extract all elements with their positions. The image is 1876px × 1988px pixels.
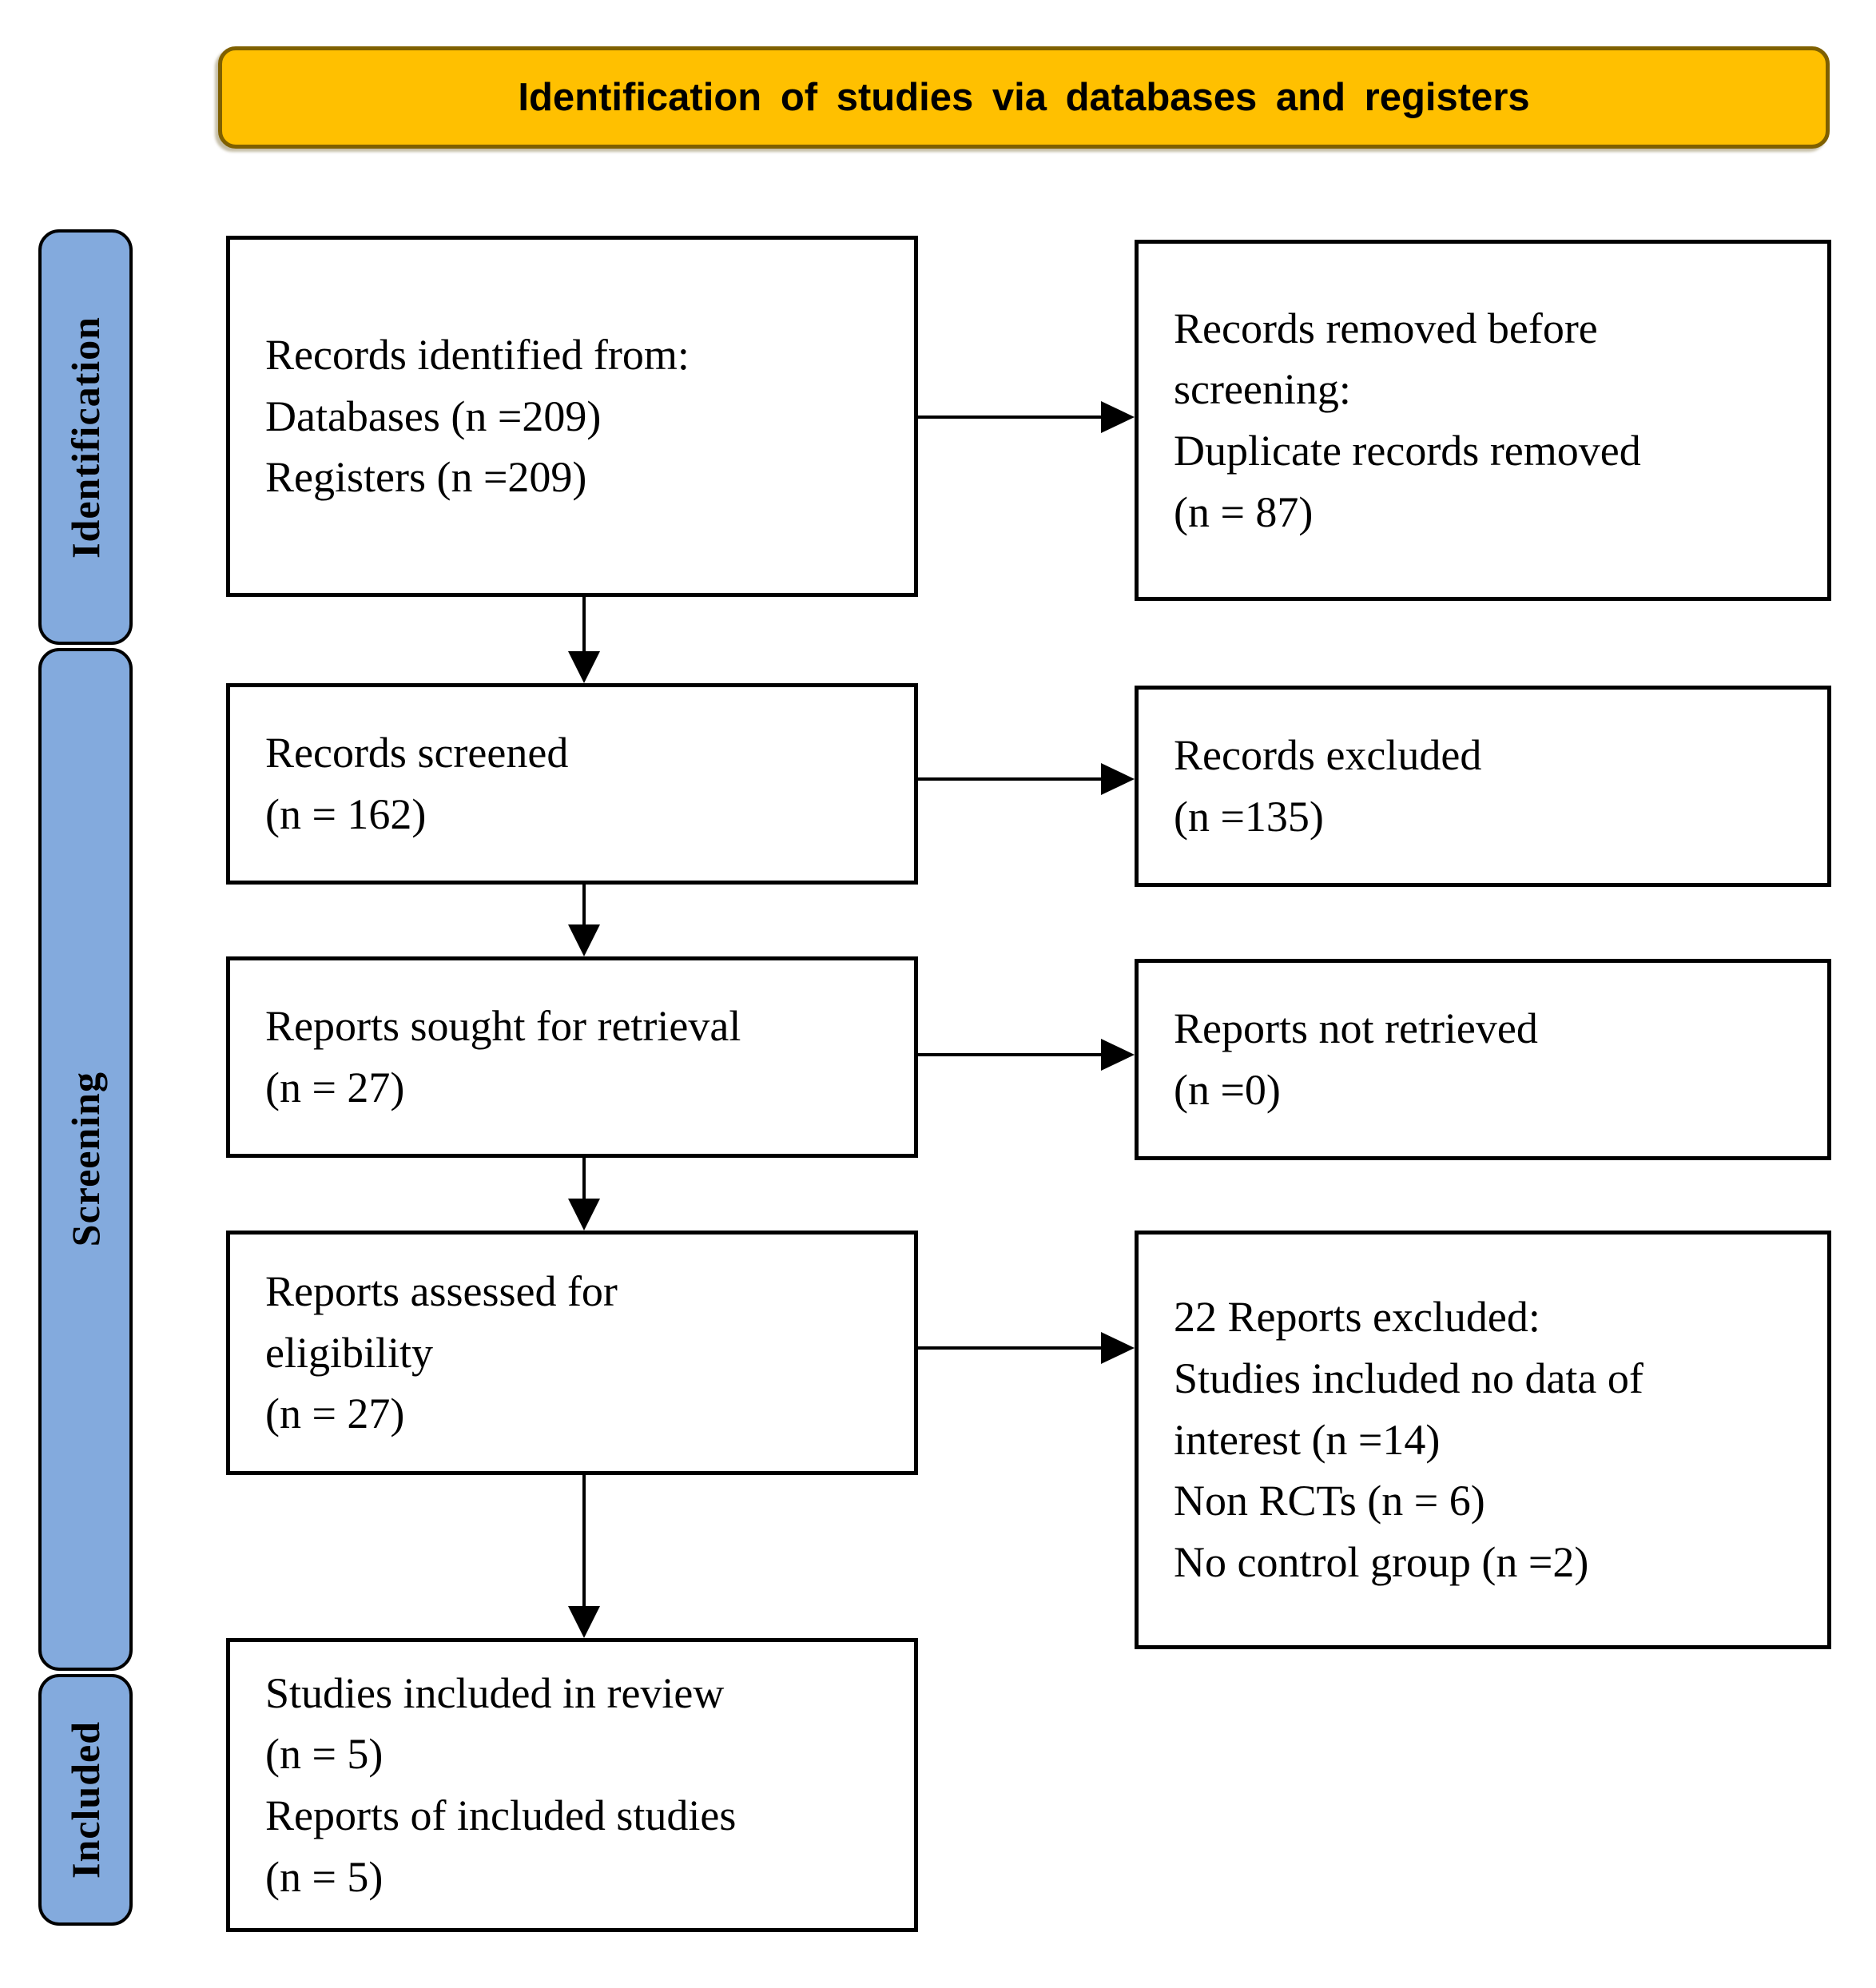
box-reports-assessed-for-eligibility: Reports assessed for eligibility (n = 27…	[226, 1231, 918, 1475]
header-banner: Identification of studies via databases …	[218, 46, 1830, 149]
arrow-shaft	[582, 1475, 586, 1608]
arrow-right-icon	[1101, 1332, 1135, 1364]
arrow-shaft	[582, 885, 586, 926]
arrow-shaft	[582, 1158, 586, 1200]
arrow-down-icon	[568, 924, 600, 956]
stage-label-included: Included	[63, 1721, 108, 1879]
stage-label-identification: Identification	[63, 316, 108, 559]
box-records-excluded: Records excluded (n =135)	[1135, 686, 1831, 887]
arrow-shaft	[918, 777, 1103, 781]
arrow-down-icon	[568, 651, 600, 683]
box-records-removed-before-screening: Records removed before screening: Duplic…	[1135, 240, 1831, 601]
arrow-shaft	[582, 597, 586, 653]
arrow-down-icon	[568, 1199, 600, 1231]
box-studies-included-in-review: Studies included in review (n = 5) Repor…	[226, 1638, 918, 1932]
box-records-screened: Records screened (n = 162)	[226, 683, 918, 885]
box-reports-not-retrieved: Reports not retrieved (n =0)	[1135, 959, 1831, 1160]
stage-bar-included: Included	[38, 1674, 133, 1926]
arrow-shaft	[918, 1346, 1103, 1350]
box-reports-sought-for-retrieval: Reports sought for retrieval (n = 27)	[226, 956, 918, 1158]
stage-bar-screening: Screening	[38, 648, 133, 1671]
stage-bar-identification: Identification	[38, 229, 133, 645]
arrow-right-icon	[1101, 401, 1135, 433]
arrow-down-icon	[568, 1606, 600, 1638]
stage-label-screening: Screening	[63, 1072, 108, 1247]
diagram-title: Identification of studies via databases …	[518, 76, 1530, 119]
arrow-right-icon	[1101, 1039, 1135, 1071]
arrow-shaft	[918, 1053, 1103, 1056]
arrow-right-icon	[1101, 763, 1135, 795]
box-reports-excluded-reasons: 22 Reports excluded: Studies included no…	[1135, 1231, 1831, 1649]
box-records-identified: Records identified from: Databases (n =2…	[226, 236, 918, 597]
arrow-shaft	[918, 415, 1103, 419]
